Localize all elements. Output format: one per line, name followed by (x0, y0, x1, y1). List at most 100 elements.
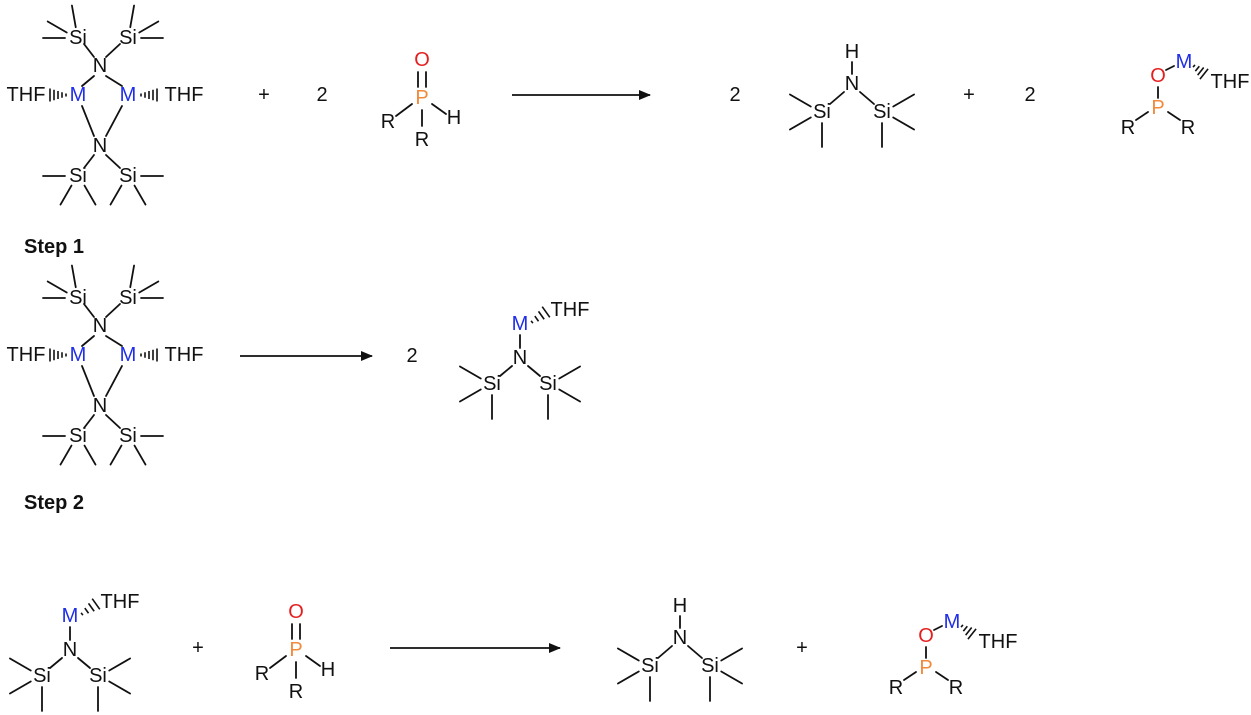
trimethylsilyl-group: Si (42, 425, 97, 466)
bond (269, 655, 287, 669)
methyl-bond (617, 670, 640, 685)
bond (1167, 111, 1181, 121)
atom-si-label: Si (33, 665, 51, 687)
hashed-bond (80, 598, 101, 616)
atom-si-label: Si (483, 373, 501, 395)
trimethylsilyl-group: Si (9, 657, 51, 712)
atom-o-label: O (288, 601, 304, 623)
trimethylsilyl-group: Si (459, 365, 501, 420)
methyl-bond (46, 20, 68, 34)
atom-n-label: N (845, 73, 859, 95)
atom-p-label: P (919, 657, 932, 679)
methyl-bond (83, 184, 97, 206)
atom-r-label: R (889, 677, 903, 699)
bond (49, 657, 63, 669)
atom-h-label: H (321, 659, 335, 681)
plus-sign: + (963, 84, 975, 106)
atom-si-label: Si (119, 425, 137, 447)
methyl-bond (109, 444, 123, 466)
bond (395, 103, 413, 117)
atom-si-label: Si (69, 425, 87, 447)
plus-sign: + (192, 637, 204, 659)
atom-si-label: Si (539, 373, 557, 395)
stoichiometric-coefficient: 2 (316, 84, 327, 106)
trimethylsilyl-group: Si (109, 425, 164, 466)
methyl-bond (46, 280, 68, 294)
methyl-bond (138, 280, 160, 294)
trimethylsilyl-group: Si (109, 165, 164, 206)
atom-o-label: O (414, 49, 430, 71)
bond (83, 414, 95, 429)
bond (105, 303, 121, 318)
methyl-bond (71, 264, 77, 289)
atom-si-label: Si (89, 665, 107, 687)
methyl-bond (59, 444, 73, 466)
bond (499, 365, 513, 377)
trimethylsilyl-group: Si (539, 365, 581, 420)
trimethylsilyl-group: Si (873, 93, 915, 148)
thf-label: THF (7, 344, 46, 366)
bond (105, 75, 123, 87)
bond (81, 75, 95, 87)
methyl-bond (138, 20, 160, 34)
methyl-bond (108, 657, 131, 672)
methyl-bond (720, 670, 743, 685)
thf-label: THF (551, 299, 590, 321)
trimethylsilyl-group: Si (42, 264, 87, 309)
plus-sign: + (796, 637, 808, 659)
bond (431, 103, 447, 115)
atom-n-label: N (673, 627, 687, 649)
trimethylsilyl-group: Si (42, 165, 97, 206)
atom-m-label: M (70, 84, 87, 106)
methyl-bond (558, 388, 581, 403)
atom-h-label: H (447, 107, 461, 129)
bond (935, 671, 949, 681)
bond (903, 671, 917, 681)
step-2-title: Step 2 (24, 492, 85, 514)
bond (105, 154, 121, 169)
atom-h-label: H (673, 595, 687, 617)
atom-m-label: M (120, 344, 137, 366)
step-1-title: Step 1 (24, 236, 85, 258)
atom-n-label: N (93, 55, 107, 77)
atom-si-label: Si (813, 101, 831, 123)
methyl-bond (9, 657, 32, 672)
methyl-bond (83, 444, 97, 466)
methyl-bond (892, 93, 915, 108)
atom-r-label: R (255, 663, 269, 685)
bond (1135, 111, 1149, 121)
thf-label: THF (1211, 71, 1250, 93)
atom-m-label: M (70, 344, 87, 366)
thf-label: THF (7, 84, 46, 106)
atom-p-label: P (1151, 97, 1164, 119)
methyl-bond (9, 680, 32, 695)
atom-si-label: Si (119, 27, 137, 49)
atom-n-label: N (63, 639, 77, 661)
atom-n-label: N (93, 395, 107, 417)
atom-m-label: M (512, 313, 529, 335)
atom-r-label: R (1121, 117, 1135, 139)
methyl-bond (558, 365, 581, 380)
bond (657, 645, 673, 659)
atom-r-label: R (381, 111, 395, 133)
trimethylsilyl-group: Si (89, 657, 131, 712)
atom-si-label: Si (119, 165, 137, 187)
bond (105, 105, 123, 137)
atom-n-label: N (513, 347, 527, 369)
methyl-bond (133, 184, 147, 206)
metal-amide-monomer: M THF N Si Si (459, 299, 590, 420)
thf-label: THF (165, 344, 204, 366)
methyl-bond (617, 647, 640, 662)
bond (105, 43, 121, 58)
atom-n-label: N (93, 315, 107, 337)
methyl-bond (789, 116, 812, 131)
atom-n-label: N (93, 135, 107, 157)
trimethylsilyl-group: Si (42, 4, 87, 49)
